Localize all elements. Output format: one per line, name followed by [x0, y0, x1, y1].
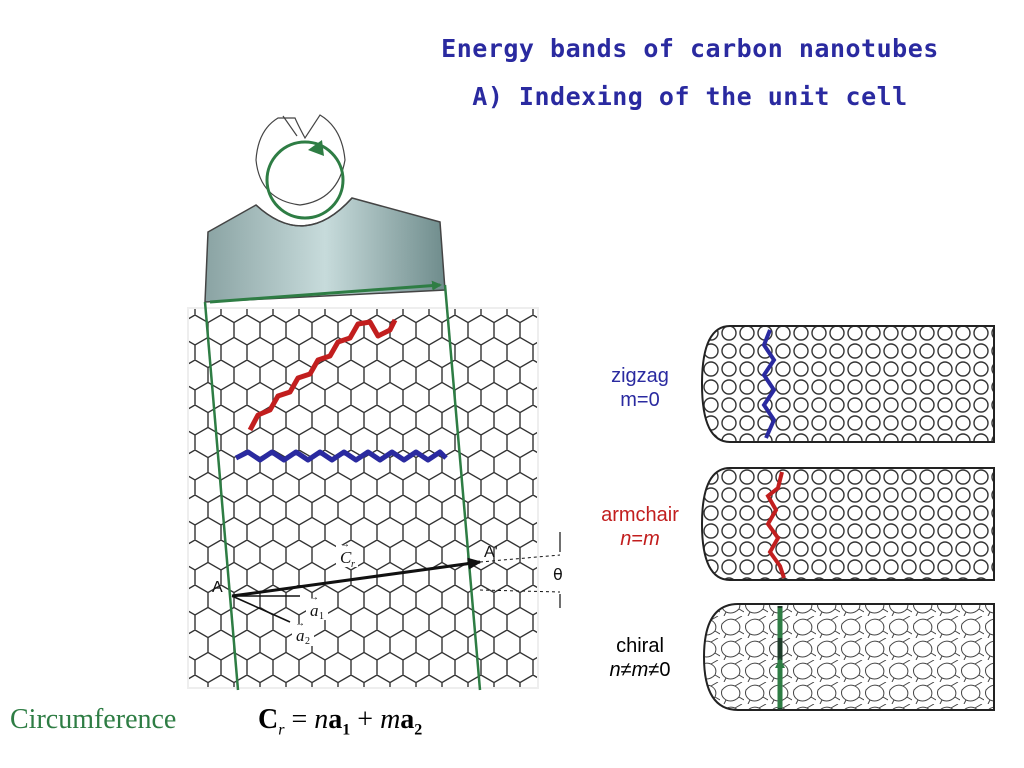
- svg-text:2: 2: [305, 636, 310, 647]
- circumference-label: Circumference: [10, 704, 177, 735]
- svg-text:→: →: [309, 592, 319, 603]
- svg-text:C: C: [340, 548, 352, 567]
- armchair-name: armchair: [601, 504, 679, 526]
- svg-text:1: 1: [319, 611, 324, 622]
- svg-text:→: →: [295, 618, 305, 629]
- chiral-tube: [702, 603, 995, 711]
- a2-label: a 2 →: [292, 618, 314, 647]
- armchair-label: armchair n=m: [585, 503, 695, 551]
- zigzag-label: zigzag m=0: [590, 364, 690, 412]
- rolling-circle-icon: [265, 140, 345, 220]
- a2-vector: [231, 595, 291, 623]
- chiral-label: chiral n≠m≠0: [590, 634, 690, 682]
- chiral-name: chiral: [616, 635, 664, 657]
- circumference-arrow: [209, 280, 442, 304]
- armchair-path: [247, 318, 398, 432]
- chiral-vector: [231, 557, 482, 598]
- armchair-rule: n=m: [620, 528, 660, 550]
- rotation-arrow-icon: [308, 140, 324, 156]
- title-line-1: Energy bands of carbon nanotubes: [441, 34, 939, 63]
- theta-guide-top: [479, 554, 561, 563]
- svg-text:a: a: [310, 601, 319, 620]
- theta-guide-bottom: [479, 589, 561, 593]
- circumference-formula: Cr = na1 + ma2: [258, 704, 423, 739]
- graphene-sheet: A A' C r → a 1 → a 2 → θ: [187, 284, 563, 691]
- svg-text:→: →: [340, 539, 350, 550]
- rolling-illustration: [204, 114, 446, 304]
- point-a-prime-label: A': [484, 544, 498, 561]
- zigzag-path: [234, 449, 448, 463]
- chiral-rule: n≠m≠0: [609, 659, 671, 681]
- title-line-2: A) Indexing of the unit cell: [472, 82, 908, 111]
- unit-cell-right-edge: [443, 284, 482, 691]
- zigzag-name: zigzag: [611, 365, 669, 387]
- zigzag-tube: [700, 325, 995, 443]
- armchair-tube: [700, 467, 995, 581]
- a1-label: a 1 →: [306, 592, 328, 622]
- svg-text:r: r: [351, 559, 355, 570]
- point-a-label: A: [212, 579, 223, 596]
- unit-cell-left-edge: [203, 301, 240, 691]
- svg-text:a: a: [296, 626, 305, 645]
- c-vector-label: C r →: [336, 539, 358, 570]
- theta-label: θ: [553, 565, 563, 584]
- zigzag-rule: m=0: [620, 389, 660, 411]
